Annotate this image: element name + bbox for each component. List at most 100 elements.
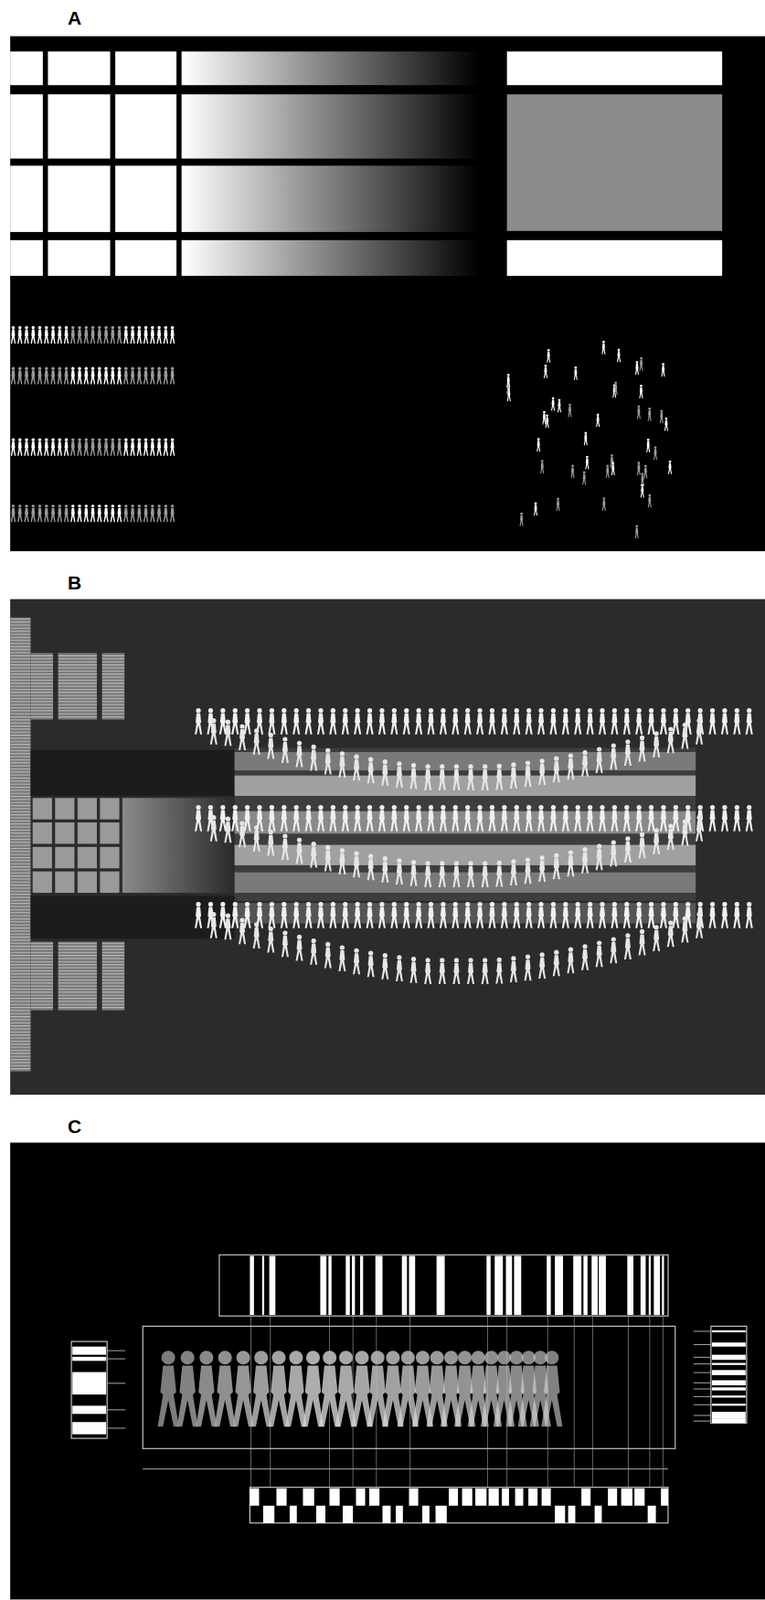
walking-figure — [158, 1350, 180, 1427]
gray-square — [99, 847, 119, 869]
walker-figure — [266, 733, 275, 760]
walker-figure — [581, 944, 589, 971]
walker-figure — [573, 708, 582, 735]
tiny-figure — [116, 366, 122, 384]
tiny-figure — [116, 326, 122, 344]
tiny-figure — [129, 366, 135, 384]
tiny-figure — [143, 366, 149, 384]
walker-figure — [403, 708, 411, 735]
barcode-bar — [626, 1255, 634, 1316]
walker-figure — [424, 860, 432, 888]
barcode-bar — [328, 1255, 331, 1316]
tiny-figure — [551, 396, 555, 411]
tiny-figure — [661, 362, 666, 377]
white-cell — [47, 240, 110, 277]
tiny-figure — [37, 366, 43, 384]
walker-figure — [721, 805, 729, 832]
gradient-bar — [122, 797, 235, 893]
walker-figure — [381, 953, 389, 980]
walker-figure — [395, 761, 404, 788]
walker-figure — [745, 902, 754, 929]
tiny-figure — [37, 504, 43, 522]
gradient-bar — [181, 165, 480, 233]
walker-figure — [467, 764, 475, 791]
tiny-figure — [643, 465, 648, 479]
walker-figure — [659, 708, 668, 735]
tiny-figure — [557, 398, 562, 413]
tiny-figure — [96, 366, 102, 384]
barcode-bar — [546, 1255, 551, 1316]
barcode-cell — [342, 1506, 353, 1524]
barcode-cell — [249, 1488, 259, 1507]
white-cell — [115, 51, 177, 85]
walker-figure — [438, 957, 447, 985]
walker-figure — [352, 948, 361, 976]
walker-figure — [524, 857, 532, 884]
walker-figure — [609, 839, 617, 867]
walker-figure — [317, 805, 325, 832]
walker-figure — [341, 708, 350, 735]
barcode-cell — [276, 1488, 287, 1507]
gray-square — [54, 871, 75, 893]
walker-figure — [652, 924, 660, 952]
walker-figure — [495, 764, 503, 791]
walker-figure — [292, 708, 300, 735]
walker-figure — [709, 805, 717, 832]
walker-figure — [566, 850, 574, 877]
tiny-figure — [541, 411, 546, 425]
tiny-figure — [10, 504, 16, 522]
tiny-figure — [116, 504, 122, 522]
walker-figure — [267, 902, 276, 929]
gray-square — [32, 822, 53, 844]
dark-band — [30, 750, 234, 797]
tiny-figure — [10, 438, 16, 457]
walker-figure — [381, 856, 389, 883]
band-ground — [234, 748, 696, 902]
tiny-figure — [63, 438, 69, 457]
walker-figure — [464, 708, 472, 735]
walker-figure — [253, 825, 261, 852]
walker-figure — [317, 708, 325, 735]
walker-figure — [292, 902, 300, 929]
gray-square — [54, 847, 75, 869]
white-cell — [115, 240, 177, 277]
walker-figure — [595, 843, 604, 871]
walker-figure — [390, 805, 398, 832]
walker-figure — [341, 902, 350, 929]
tiny-figure — [616, 348, 621, 362]
tiny-figure — [584, 431, 588, 446]
walker-figure — [194, 805, 202, 832]
tiny-figure — [137, 326, 142, 344]
side-bar — [72, 1357, 107, 1361]
walker-figure — [500, 708, 509, 735]
walker-figure — [659, 805, 668, 832]
tiny-figure — [10, 366, 16, 384]
tiny-figure — [103, 366, 108, 384]
walker-figure — [410, 860, 418, 887]
tiny-figure — [637, 461, 641, 476]
walker-figure — [464, 902, 472, 929]
walker-figure — [667, 823, 675, 850]
side-bar — [711, 1419, 746, 1424]
walker-figure — [562, 902, 570, 929]
walker-figure — [671, 805, 680, 832]
walker-figure — [438, 860, 447, 888]
walker-figure — [452, 764, 460, 791]
tiny-figure — [137, 438, 142, 457]
walker-figure — [586, 708, 595, 735]
walker-figure — [395, 858, 404, 885]
walker-figure — [733, 708, 741, 735]
walker-figure — [652, 828, 660, 855]
walker-figure — [281, 736, 289, 764]
gray-square — [77, 797, 97, 819]
tiny-figure — [110, 366, 116, 384]
walker-figure — [552, 756, 561, 784]
walker-figure — [476, 708, 484, 735]
walker-figure — [367, 757, 375, 785]
walker-figure — [309, 841, 318, 869]
walker-figure — [695, 912, 703, 939]
barcode-cell — [648, 1506, 657, 1524]
tiny-figure — [659, 409, 664, 424]
walker-figure — [524, 955, 532, 982]
